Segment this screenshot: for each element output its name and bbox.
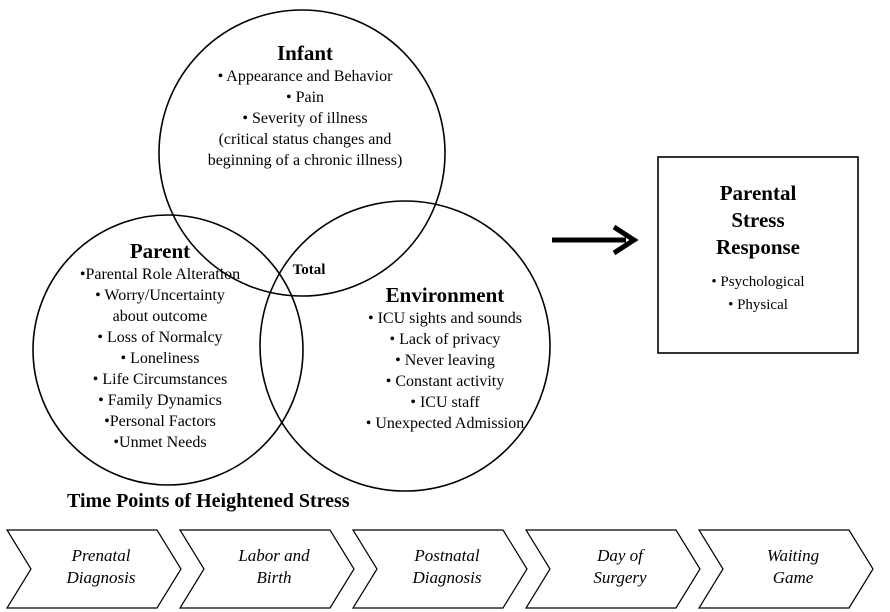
environment-title: Environment bbox=[385, 283, 505, 307]
response-box bbox=[657, 156, 859, 354]
environment-circle bbox=[259, 200, 551, 492]
stage-label-line: Diagnosis bbox=[66, 568, 136, 587]
response-list: • Psychological • Physical bbox=[660, 271, 856, 317]
chevron-1 bbox=[5, 529, 182, 609]
environment-item: • Constant activity bbox=[385, 373, 505, 390]
stage-label-line: Birth bbox=[256, 568, 292, 587]
parent-item: •Personal Factors bbox=[104, 413, 216, 430]
environment-section: Environment • ICU sights and sounds • La… bbox=[345, 282, 545, 434]
stage-label-line: Diagnosis bbox=[412, 568, 482, 587]
infant-item: beginning of a chronic illness) bbox=[207, 152, 403, 169]
arrow-right-icon bbox=[552, 224, 639, 256]
timeline-stage-waiting-game: Waiting Game bbox=[728, 545, 858, 589]
parent-item: •Unmet Needs bbox=[113, 434, 207, 451]
timeline-stage-postnatal-diagnosis: Postnatal Diagnosis bbox=[382, 545, 512, 589]
parent-circle bbox=[32, 214, 304, 486]
parent-item: • Loneliness bbox=[120, 350, 200, 367]
chevron-2 bbox=[178, 529, 355, 609]
overlap-total-label: Total bbox=[292, 262, 326, 278]
timeline-stage-day-of-surgery: Day of Surgery bbox=[555, 545, 685, 589]
infant-circle bbox=[158, 9, 446, 297]
environment-item: • Never leaving bbox=[395, 352, 495, 369]
response-item: • Psychological bbox=[711, 274, 805, 290]
timeline-stage-labor-and-birth: Labor and Birth bbox=[209, 545, 339, 589]
parent-item: • Family Dynamics bbox=[98, 392, 222, 409]
stage-label-line: Day of bbox=[597, 546, 643, 565]
stage-label-line: Prenatal bbox=[71, 546, 131, 565]
parent-item: •Parental Role Alteration bbox=[79, 266, 241, 283]
environment-list: • ICU sights and sounds • Lack of privac… bbox=[345, 308, 545, 434]
parent-item: • Worry/Uncertainty bbox=[95, 287, 225, 304]
chevron-5 bbox=[697, 529, 874, 609]
parent-title: Parent bbox=[129, 239, 191, 263]
response-title-line: Response bbox=[715, 235, 800, 259]
chevron-4 bbox=[524, 529, 701, 609]
stress-response-section: Parental Stress Response • Psychological… bbox=[660, 180, 856, 317]
environment-item: • Lack of privacy bbox=[389, 331, 501, 348]
response-title-line: Parental bbox=[719, 181, 797, 205]
stage-label-line: Waiting bbox=[766, 546, 820, 565]
parent-item: • Life Circumstances bbox=[92, 371, 228, 388]
timeline-stage-prenatal-diagnosis: Prenatal Diagnosis bbox=[36, 545, 166, 589]
environment-item: • ICU staff bbox=[410, 394, 480, 411]
stage-label-line: Postnatal bbox=[414, 546, 480, 565]
parent-item: • Loss of Normalcy bbox=[97, 329, 223, 346]
infant-title: Infant bbox=[276, 41, 334, 65]
stage-label-line: Game bbox=[772, 568, 814, 587]
infant-item: • Appearance and Behavior bbox=[217, 68, 393, 85]
chevron-3 bbox=[351, 529, 528, 609]
response-title-line: Stress bbox=[731, 208, 785, 232]
timeline-chevrons bbox=[5, 529, 874, 609]
stage-label-line: Surgery bbox=[593, 568, 647, 587]
environment-item: • Unexpected Admission bbox=[365, 415, 525, 432]
infant-item: (critical status changes and bbox=[218, 131, 392, 148]
timeline-title: Time Points of Heightened Stress bbox=[67, 490, 350, 512]
infant-item: • Pain bbox=[285, 89, 325, 106]
parent-item: about outcome bbox=[112, 308, 208, 325]
infant-item: • Severity of illness bbox=[242, 110, 368, 127]
parent-section: Parent •Parental Role Alteration • Worry… bbox=[40, 238, 280, 453]
response-item: • Physical bbox=[728, 297, 788, 313]
infant-list: • Appearance and Behavior • Pain • Sever… bbox=[165, 66, 445, 171]
stage-label-line: Labor and bbox=[238, 546, 310, 565]
environment-item: • ICU sights and sounds bbox=[367, 310, 523, 327]
infant-section: Infant • Appearance and Behavior • Pain … bbox=[165, 40, 445, 171]
parent-list: •Parental Role Alteration • Worry/Uncert… bbox=[40, 264, 280, 453]
